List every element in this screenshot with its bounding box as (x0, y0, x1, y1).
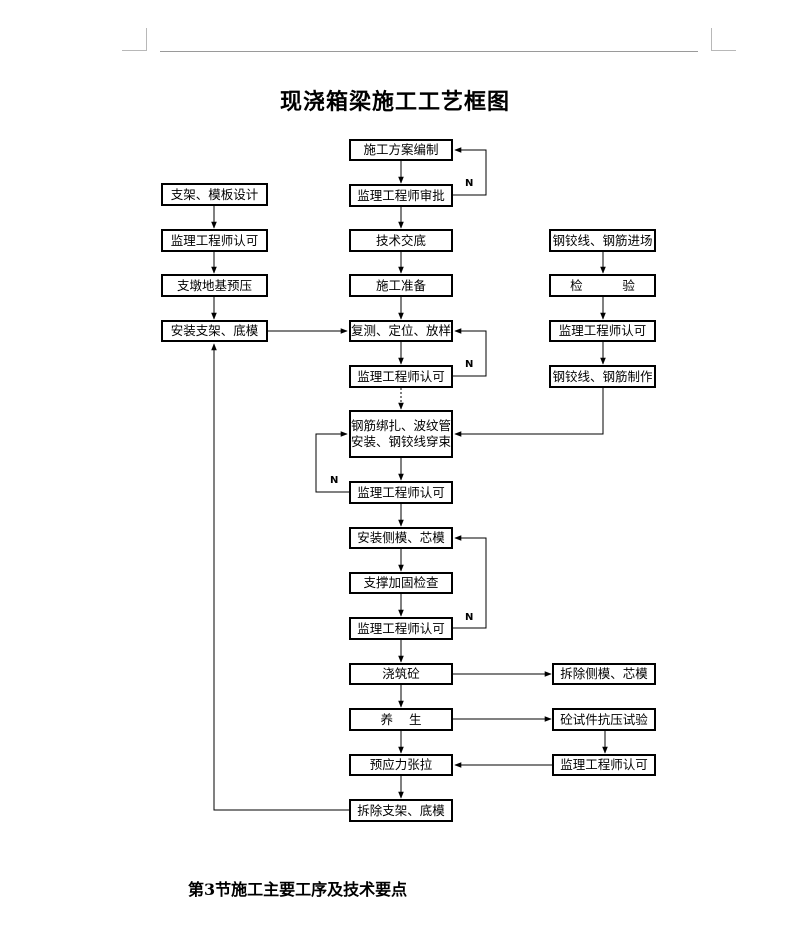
node-rebar-install: 钢筋绑扎、波纹管 安装、钢铰线穿束 (349, 410, 453, 458)
node-install-support: 安装支架、底模 (161, 320, 268, 342)
no-label-approve2: N (465, 359, 473, 370)
node-approve-right: 监理工程师认可 (549, 320, 656, 342)
node-remove-support: 拆除支架、底模 (349, 799, 453, 822)
node-tech-brief: 技术交底 (349, 229, 453, 252)
node-approve-left: 监理工程师认可 (161, 229, 268, 252)
node-preload: 支墩地基预压 (161, 274, 268, 297)
node-remove-forms: 拆除侧模、芯模 (552, 663, 656, 685)
node-approve-right2: 监理工程师认可 (552, 754, 656, 776)
node-strand-fab: 钢铰线、钢筋制作 (549, 365, 656, 388)
node-prestress: 预应力张拉 (349, 754, 453, 776)
section-heading: 第3节施工主要工序及技术要点 (188, 876, 407, 900)
node-plan: 施工方案编制 (349, 139, 453, 161)
node-approve1: 监理工程师审批 (349, 184, 453, 207)
edge-remove-install (214, 344, 349, 810)
node-approve2: 监理工程师认可 (349, 365, 453, 388)
node-inspect: 检 验 (549, 274, 656, 297)
node-approve4: 监理工程师认可 (349, 617, 453, 640)
edge-fab-rebar (455, 388, 603, 434)
no-label-approve3: N (330, 475, 338, 486)
node-brace: 支撑加固检查 (349, 572, 453, 594)
node-scaffold-design: 支架、模板设计 (161, 183, 268, 206)
node-prep: 施工准备 (349, 274, 453, 297)
no-label-approve4: N (465, 612, 473, 623)
node-specimen-test: 砼试件抗压试验 (552, 708, 656, 731)
no-label-approve1: N (465, 178, 473, 189)
node-cure: 养 生 (349, 708, 453, 731)
node-strand-arrival: 钢铰线、钢筋进场 (549, 229, 656, 252)
node-formwork: 安装侧模、芯模 (349, 527, 453, 549)
node-approve3: 监理工程师认可 (349, 481, 453, 504)
node-survey: 复测、定位、放样 (349, 320, 453, 342)
node-pour: 浇筑砼 (349, 663, 453, 685)
